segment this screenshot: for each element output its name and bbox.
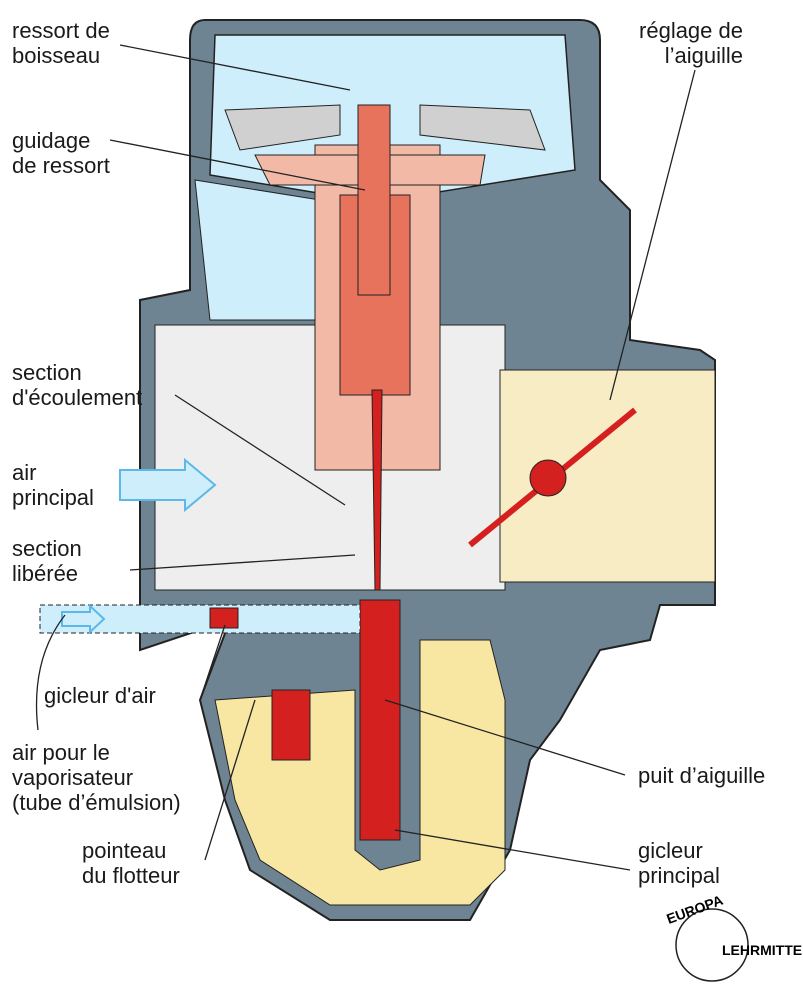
leader-lines xyxy=(35,44,696,871)
main-jet-well xyxy=(359,599,401,841)
label-reglage-aiguille: réglage de l’aiguille xyxy=(639,18,743,68)
label-pointeau-flotteur: pointeau du flotteur xyxy=(82,838,180,888)
label-puit-aiguille: puit d’aiguille xyxy=(638,763,766,788)
lower-air-chamber xyxy=(194,179,321,321)
svg-text:LEHRMITTEL: LEHRMITTEL xyxy=(722,942,803,958)
main-air-arrow xyxy=(119,457,217,513)
label-ressort-de-boisseau: ressort de boisseau xyxy=(12,18,110,68)
needle xyxy=(371,389,383,591)
label-section-ecoulement: section d'écoulement xyxy=(12,360,143,410)
label-air-principal: air principal xyxy=(12,460,94,510)
label-section-liberee: section libérée xyxy=(12,536,82,586)
europa-lehrmittel-logo: EUROPA LEHRMITTEL xyxy=(664,892,803,982)
float-needle xyxy=(271,689,311,761)
needle-adjuster xyxy=(357,104,391,296)
label-gicleur-air: gicleur d'air xyxy=(44,683,156,708)
emulsion-air-arrow xyxy=(61,603,106,635)
diaphragm-cap xyxy=(224,104,546,151)
label-gicleur-principal: gicleur principal xyxy=(638,838,720,888)
label-guidage-ressort: guidage de ressort xyxy=(12,128,110,178)
air-jet xyxy=(209,607,239,629)
label-air-vaporisateur: air pour le vaporisateur (tube d’émulsio… xyxy=(12,740,181,815)
